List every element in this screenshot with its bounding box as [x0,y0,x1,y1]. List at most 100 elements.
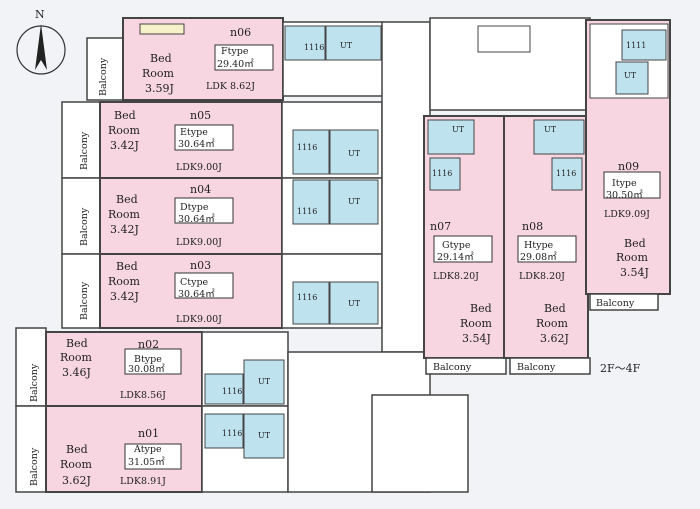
unit-area-n05: 30.64㎡ [178,139,215,150]
compass: N [16,8,66,75]
unit-area-n01: 31.05㎡ [128,457,165,468]
unit-type-n07: Gtype [442,240,471,251]
unit-n08 [503,115,591,375]
unit-n06 [86,17,384,101]
bedroom-label-line2-n03: Room [108,275,141,288]
unit-area-n07: 29.14㎡ [437,252,474,263]
unit-n02 [15,327,289,407]
unit-type-n08: Htype [524,240,554,251]
bedroom-label-line2-n08: Room [536,317,569,330]
bedroom-label-line2-n02: Room [60,351,93,364]
bath-label-n09: 1111 [626,41,646,50]
unit-area-n02: 30.08㎡ [128,364,165,375]
ldk-size-n09: LDK9.09J [604,209,650,220]
unit-type-n03: Ctype [180,277,209,288]
unit-n07 [423,115,507,375]
floors-label: 2F～4F [600,362,641,375]
unit-area-n09: 30.50㎡ [606,190,643,201]
unit-area-n08: 29.08㎡ [520,252,557,263]
bath-label-n01: 1116 [222,429,242,438]
unit-area-n06: 29.40㎡ [217,59,254,70]
unit-area-n03: 30.64㎡ [178,289,215,300]
bedroom-label-line2-n04: Room [108,208,141,221]
balcony-label-n04: Balcony [79,207,90,246]
ldk-size-n06: LDK 8.62J [206,81,255,92]
bedroom-label-line1-n08: Bed [544,302,566,315]
balcony-label-n08: Balcony [517,362,556,373]
unit-number-n05: n05 [190,109,211,122]
bedroom-label-line2-n07: Room [460,317,493,330]
bedroom-size-n01: 3.62J [62,474,91,487]
bedroom-label-line2-n05: Room [108,124,141,137]
bedroom-label-line1-n03: Bed [116,260,138,273]
unit-n01 [15,405,289,493]
bedroom-label-line2-n09: Room [616,251,649,264]
unit-n03 [61,253,383,329]
bedroom-size-n03: 3.42J [110,290,139,303]
bedroom-size-n04: 3.42J [110,223,139,236]
bedroom-size-n02: 3.46J [62,366,91,379]
bedroom-label-line1-n06: Bed [150,52,172,65]
unit-type-n01: Atype [133,444,162,455]
bedroom-size-n07: 3.54J [462,332,491,345]
ut-label-n04: UT [348,197,361,206]
ldk-size-n01: LDK8.91J [120,476,166,487]
ut-label-n03: UT [348,299,361,308]
bath-label-n07: 1116 [432,169,452,178]
unit-number-n08: n08 [522,220,543,233]
unit-n09 [585,19,671,311]
bath-label-n03: 1116 [297,293,317,302]
ldk-size-n04: LDK9.00J [176,237,222,248]
bedroom-label-line2-n01: Room [60,458,93,471]
ldk-size-n08: LDK8.20J [519,271,565,282]
unit-area-n04: 30.64㎡ [178,214,215,225]
balcony-label-n09: Balcony [596,298,635,309]
unit-number-n06: n06 [230,26,251,39]
ldk-size-n07: LDK8.20J [433,271,479,282]
bedroom-label-line1-n07: Bed [470,302,492,315]
unit-type-n06: Ftype [221,46,249,57]
unit-type-n05: Etype [180,127,208,138]
bath-label-n08: 1116 [556,169,576,178]
bedroom-label-line1-n01: Bed [66,443,88,456]
unit-n05 [61,101,383,179]
ut-label-n07: UT [452,125,465,134]
unit-number-n09: n09 [618,160,639,173]
unit-number-n04: n04 [190,183,211,196]
ut-label-n01: UT [258,431,271,440]
ut-label-n02: UT [258,377,271,386]
balcony-label-n06: Balcony [98,57,109,96]
common-corridor [287,17,591,493]
bath-label-n02: 1116 [222,387,242,396]
ldk-size-n05: LDK9.00J [176,162,222,173]
bath-label-n04: 1116 [297,207,317,216]
unit-number-n01: n01 [138,427,159,440]
ut-label-n05: UT [348,149,361,158]
bath-label-n06: 1116 [304,43,324,52]
ldk-size-n02: LDK8.56J [120,390,166,401]
ldk-size-n03: LDK9.00J [176,314,222,325]
bedroom-size-n06: 3.59J [145,82,174,95]
bedroom-label-line1-n09: Bed [624,237,646,250]
unit-type-n04: Dtype [180,202,209,213]
bedroom-size-n08: 3.62J [540,332,569,345]
ut-label-n08: UT [544,125,557,134]
bath-label-n05: 1116 [297,143,317,152]
unit-number-n07: n07 [430,220,451,233]
bedroom-size-n05: 3.42J [110,139,139,152]
bedroom-label-line2-n06: Room [142,67,175,80]
balcony-label-n02: Balcony [29,363,40,402]
unit-type-n09: Itype [612,178,637,189]
unit-type-n02: Btype [134,354,162,365]
bedroom-label-line1-n04: Bed [116,193,138,206]
unit-number-n03: n03 [190,259,211,272]
bedroom-label-line1-n05: Bed [114,109,136,122]
bedroom-label-line1-n02: Bed [66,337,88,350]
balcony-label-n05: Balcony [79,131,90,170]
unit-number-n02: n02 [138,338,159,351]
ut-label-n06: UT [340,41,353,50]
balcony-label-n03: Balcony [79,281,90,320]
balcony-label-n07: Balcony [433,362,472,373]
